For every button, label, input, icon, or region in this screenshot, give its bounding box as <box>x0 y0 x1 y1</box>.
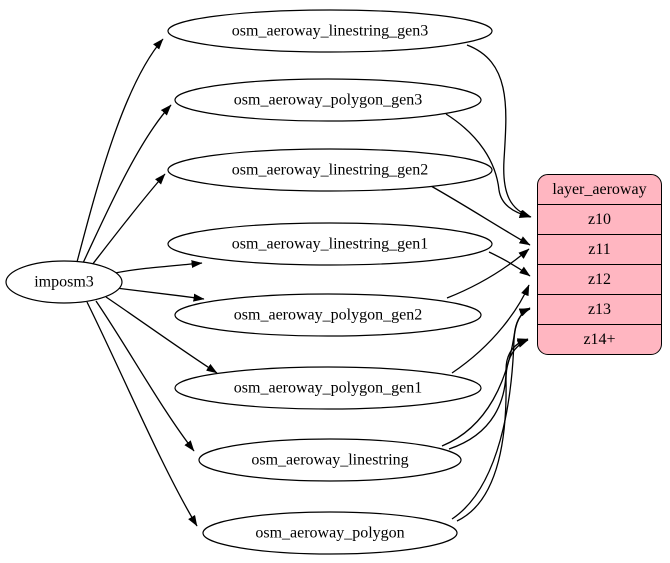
linestring_gen3-ellipse <box>167 9 493 53</box>
polygon_gen3-label: osm_aeroway_polygon_gen3 <box>234 92 422 109</box>
node-osm_aeroway_polygon_gen3: osm_aeroway_polygon_gen3 <box>174 78 482 122</box>
layer-row-z13: z13 <box>538 295 661 325</box>
imposm3-ellipse <box>5 260 123 304</box>
polygon_gen3-ellipse <box>174 78 482 122</box>
node-layer_aeroway: layer_aeroway z10 z11 z12 z13 z14+ <box>537 174 662 355</box>
node-osm_aeroway_polygon_gen2: osm_aeroway_polygon_gen2 <box>174 293 482 337</box>
imposm3-label: imposm3 <box>34 274 94 291</box>
polygon-ellipse <box>202 511 458 555</box>
layer-title-row: layer_aeroway <box>538 175 661 205</box>
linestring_gen1-label: osm_aeroway_linestring_gen1 <box>232 236 428 253</box>
edge-imposm3-linestring_gen3 <box>76 38 164 263</box>
edges-tables-to-layer <box>430 44 532 522</box>
linestring_gen2-label: osm_aeroway_linestring_gen2 <box>232 162 428 179</box>
polygon_gen2-ellipse <box>174 293 482 337</box>
edge-imposm3-polygon <box>86 301 198 527</box>
polygon-label: osm_aeroway_polygon <box>255 525 404 542</box>
edge-imposm3-polygon_gen1 <box>105 296 218 374</box>
polygon_gen1-ellipse <box>174 366 482 410</box>
node-osm_aeroway_linestring_gen2: osm_aeroway_linestring_gen2 <box>167 148 493 192</box>
edge-polygon_gen3-z10 <box>445 113 531 219</box>
edge-linestring_gen1-z12 <box>488 251 531 277</box>
edge-linestring_gen2-z11 <box>430 185 531 246</box>
edges-source-to-tables <box>76 38 218 527</box>
linestring_gen3-label: osm_aeroway_linestring_gen3 <box>232 23 428 40</box>
edge-polygon-z14 <box>456 339 529 522</box>
edge-imposm3-polygon_gen3 <box>82 104 172 264</box>
polygon_gen2-label: osm_aeroway_polygon_gen2 <box>234 307 422 324</box>
node-imposm3: imposm3 <box>5 260 123 304</box>
linestring_gen1-ellipse <box>167 222 493 266</box>
linestring-ellipse <box>198 438 462 482</box>
node-osm_aeroway_linestring: osm_aeroway_linestring <box>198 438 462 482</box>
edge-linestring_gen3-z10 <box>466 44 532 218</box>
edge-polygon_gen2-z11 <box>446 248 530 299</box>
layer-row-z14plus: z14+ <box>583 330 616 348</box>
edge-imposm3-polygon_gen2 <box>115 287 205 302</box>
edge-imposm3-linestring_gen1 <box>114 260 203 274</box>
edge-polygon-z13 <box>451 308 531 520</box>
edge-polygon_gen1-z12 <box>451 284 530 374</box>
edge-imposm3-linestring <box>95 300 195 452</box>
node-osm_aeroway_linestring_gen3: osm_aeroway_linestring_gen3 <box>167 9 493 53</box>
edge-imposm3-linestring_gen2 <box>91 173 166 266</box>
layer-row-z10: z10 <box>538 205 661 235</box>
polygon_gen1-label: osm_aeroway_polygon_gen1 <box>234 380 422 397</box>
node-osm_aeroway_linestring_gen1: osm_aeroway_linestring_gen1 <box>167 222 493 266</box>
node-osm_aeroway_polygon_gen1: osm_aeroway_polygon_gen1 <box>174 366 482 410</box>
layer-row-z12: z12 <box>538 265 661 295</box>
layer-row-z11: z11 <box>538 235 661 265</box>
linestring-label: osm_aeroway_linestring <box>251 452 408 469</box>
node-osm_aeroway_polygon: osm_aeroway_polygon <box>202 511 458 555</box>
linestring_gen2-ellipse <box>167 148 493 192</box>
